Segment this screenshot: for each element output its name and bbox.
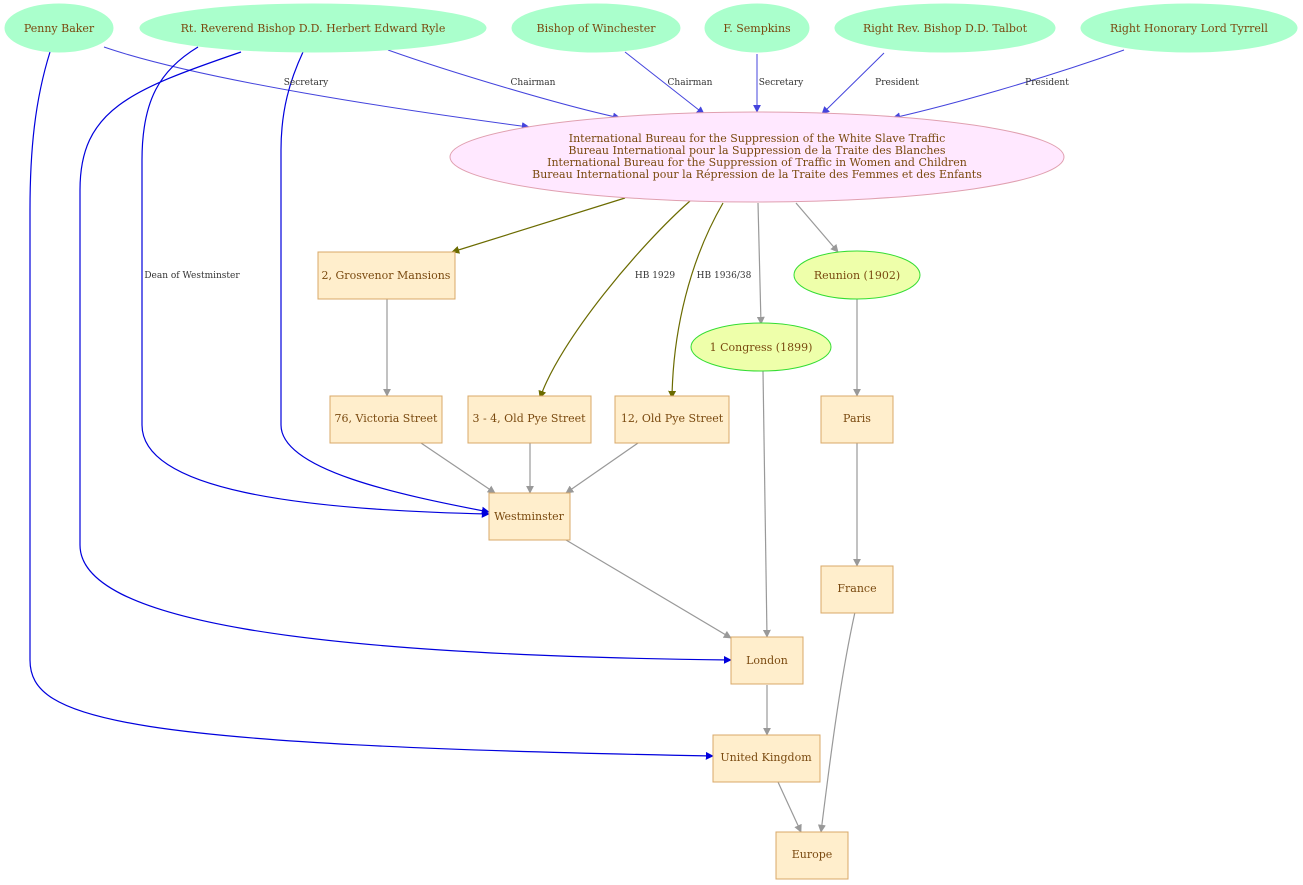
- person-shape: [1080, 3, 1298, 53]
- edge-old-pye-12-westminster: [565, 442, 639, 494]
- place-label: 3 - 4, Old Pye Street: [472, 412, 586, 425]
- place-shape: [775, 831, 849, 880]
- edge-label-dean: Dean of Westminster: [144, 271, 240, 281]
- person-tyrrell[interactable]: Right Honorary Lord Tyrrell: [1080, 3, 1298, 53]
- edge-baker-uk: [29, 51, 714, 760]
- edge-westminster-london: [565, 539, 732, 639]
- place-shape: [467, 395, 592, 444]
- edge-ryle-london: [79, 51, 732, 664]
- person-shape: [704, 3, 810, 53]
- place-label: 76, Victoria Street: [335, 412, 439, 425]
- organization-node[interactable]: International Bureau for the Suppression…: [449, 111, 1065, 203]
- person-label: Right Honorary Lord Tyrrell: [1110, 22, 1268, 35]
- place-victoria[interactable]: 76, Victoria Street: [329, 395, 443, 444]
- edge-org-grosvenor: [451, 197, 626, 254]
- edge-label-chairman-ryle: Chairman: [511, 78, 556, 88]
- person-label: Rt. Reverend Bishop D.D. Herbert Edward …: [181, 22, 446, 35]
- person-shape: [4, 3, 114, 53]
- person-label: Bishop of Winchester: [537, 22, 657, 35]
- edge-label-chairman-winchester: Chairman: [668, 78, 713, 88]
- person-label: F. Sempkins: [723, 22, 791, 35]
- place-old-pye-3-4[interactable]: 3 - 4, Old Pye Street: [467, 395, 592, 444]
- edge-ryle-chairman: [387, 49, 621, 121]
- edge-labels: Secretary Chairman Chairman Secretary Pr…: [144, 78, 1069, 281]
- event-congress[interactable]: 1 Congress (1899): [690, 322, 832, 372]
- organization-line-2: Bureau International pour la Suppression…: [568, 144, 946, 157]
- place-westminster[interactable]: Westminster: [488, 492, 571, 541]
- place-shape: [614, 395, 730, 444]
- edge-baker-secretary: [103, 46, 530, 131]
- place-nodes: 2, Grosvenor Mansions 76, Victoria Stree…: [317, 251, 894, 880]
- edge-talbot-president: [821, 52, 885, 115]
- edge-congress-london: [762, 370, 771, 638]
- edge-label-secretary-sempkins: Secretary: [759, 78, 804, 88]
- place-london[interactable]: London: [730, 636, 804, 685]
- organization-shape: [449, 111, 1065, 203]
- event-shape: [690, 322, 832, 372]
- place-label: London: [746, 654, 788, 667]
- person-ryle[interactable]: Rt. Reverend Bishop D.D. Herbert Edward …: [139, 3, 487, 53]
- place-europe[interactable]: Europe: [775, 831, 849, 880]
- place-grosvenor[interactable]: 2, Grosvenor Mansions: [317, 251, 456, 300]
- event-reunion[interactable]: Reunion (1902): [793, 250, 921, 300]
- event-nodes: Reunion (1902) 1 Congress (1899): [690, 250, 921, 372]
- edge-label-hb1929: HB 1929: [635, 271, 676, 281]
- place-paris[interactable]: Paris: [820, 395, 894, 444]
- organization-line-1: International Bureau for the Suppression…: [569, 132, 946, 145]
- event-label: Reunion (1902): [814, 269, 900, 282]
- place-france[interactable]: France: [820, 565, 894, 614]
- place-shape: [317, 251, 456, 300]
- edge-uk-europe: [777, 781, 802, 833]
- person-shape: [139, 3, 487, 53]
- place-shape: [488, 492, 571, 541]
- edges: [29, 46, 1125, 833]
- edge-org-congress: [756, 202, 765, 325]
- edge-ryle-westminster: [280, 51, 490, 515]
- organization-line-3: International Bureau for the Suppression…: [547, 156, 967, 169]
- person-label: Penny Baker: [24, 22, 95, 35]
- edge-france-europe: [817, 611, 856, 833]
- place-shape: [329, 395, 443, 444]
- person-sempkins[interactable]: F. Sempkins: [704, 3, 810, 53]
- place-label: 12, Old Pye Street: [621, 412, 724, 425]
- person-talbot[interactable]: Right Rev. Bishop D.D. Talbot: [834, 3, 1056, 53]
- organization-line-4: Bureau International pour la Répression …: [532, 168, 982, 181]
- edge-org-old-pye-3-4: [538, 200, 691, 399]
- place-label: Westminster: [494, 510, 565, 523]
- person-nodes: Penny Baker Rt. Reverend Bishop D.D. Her…: [4, 3, 1298, 53]
- event-label: 1 Congress (1899): [710, 341, 813, 354]
- edge-victoria-westminster: [420, 442, 496, 494]
- place-uk[interactable]: United Kingdom: [712, 734, 821, 783]
- place-shape: [712, 734, 821, 783]
- edge-ryle-westminster-dean: [141, 46, 490, 518]
- place-shape: [730, 636, 804, 685]
- edge-label-hb1936: HB 1936/38: [697, 271, 752, 281]
- edge-winchester-chairman: [624, 51, 705, 115]
- person-winchester[interactable]: Bishop of Winchester: [511, 3, 681, 53]
- edge-label-president-tyrrell: President: [1025, 78, 1069, 88]
- edge-org-old-pye-12: [668, 202, 724, 399]
- edge-org-reunion: [795, 202, 839, 253]
- place-label: 2, Grosvenor Mansions: [322, 269, 451, 282]
- edge-label-president-talbot: President: [875, 78, 919, 88]
- person-penny-baker[interactable]: Penny Baker: [4, 3, 114, 53]
- person-shape: [834, 3, 1056, 53]
- place-label: Paris: [843, 412, 871, 425]
- place-shape: [820, 395, 894, 444]
- place-old-pye-12[interactable]: 12, Old Pye Street: [614, 395, 730, 444]
- place-label: United Kingdom: [720, 751, 812, 764]
- place-label: Europe: [792, 848, 833, 861]
- person-label: Right Rev. Bishop D.D. Talbot: [863, 22, 1028, 35]
- place-shape: [820, 565, 894, 614]
- edge-label-secretary-baker: Secretary: [284, 78, 329, 88]
- person-shape: [511, 3, 681, 53]
- edge-tyrrell-president: [892, 49, 1125, 121]
- place-label: France: [837, 582, 876, 595]
- event-shape: [793, 250, 921, 300]
